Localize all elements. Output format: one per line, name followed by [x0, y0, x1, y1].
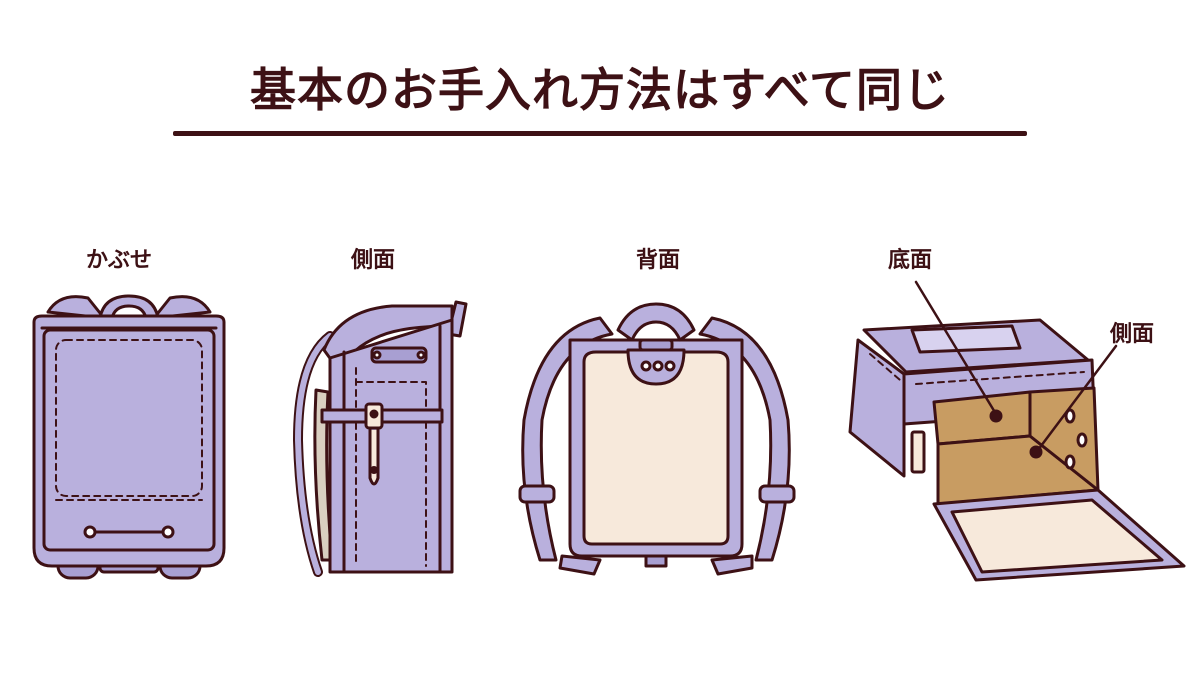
label-inner-side: 側面: [1110, 322, 1155, 347]
label-side: 側面: [351, 248, 396, 273]
title-underline: [173, 131, 1027, 136]
backpack-bottom-view: [848, 280, 1186, 582]
backpack-back-view: [518, 302, 796, 576]
backpack-side-view: [293, 300, 468, 577]
label-bottom: 底面: [888, 248, 933, 273]
label-flap: かぶせ: [86, 248, 153, 273]
backpack-front-view: [32, 294, 226, 580]
page-title: 基本のお手入れ方法はすべて同じ: [250, 63, 950, 117]
label-back: 背面: [636, 248, 681, 273]
